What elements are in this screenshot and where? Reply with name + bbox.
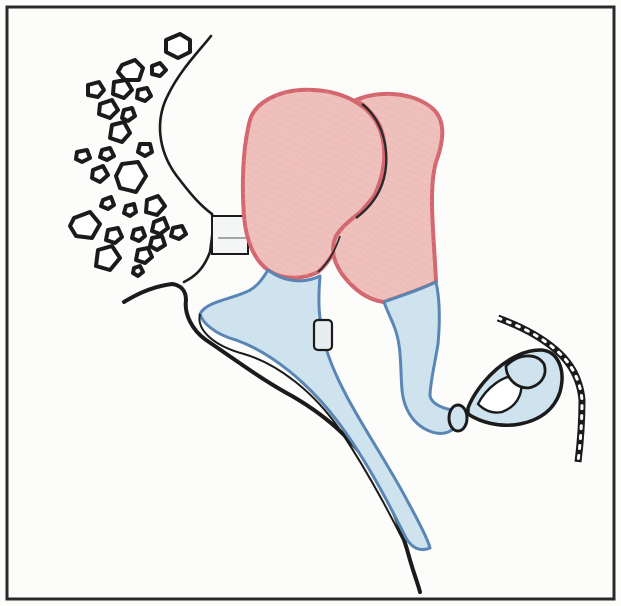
duct-valve [314, 320, 332, 350]
duct-ring [449, 405, 467, 431]
